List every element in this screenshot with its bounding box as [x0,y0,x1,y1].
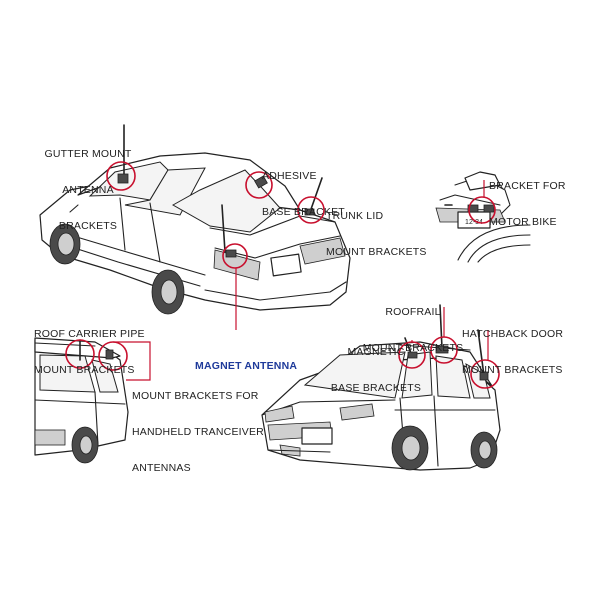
station-wagon [261,304,501,471]
magnet-antenna [221,204,226,253]
van [34,337,129,464]
roofrail-antenna [439,304,443,349]
leader-lines [113,180,489,381]
sedan-rear-window [171,169,281,233]
hatchback-label: HATCHBACK DOOR MOUNT BRACKETS [462,328,564,376]
adhesive-base-bracket [254,175,268,189]
bike-plate-number: 12-34 [465,219,483,226]
hatchback-antenna [477,329,485,377]
motor-bike-highlight [468,196,496,224]
roof-carrier-label: ROOF CARRIER PIPE MOUNT BRACKETS [34,328,145,376]
magnet-base [225,249,237,258]
gutter-mount-label: GUTTER MOUNT ANTENNA BRACKETS [44,148,132,232]
magnetic-base-label: MAGNETIC BASE BRACKETS [330,346,422,394]
trunk-lid-label: TRUNK LID MOUNT BRACKETS [326,210,427,258]
highlight-circles [65,161,500,389]
sedan-license-plate [270,253,302,277]
magnet-antenna-label: MAGNET ANTENNA [195,360,298,372]
gutter-mount-highlight [106,161,136,191]
sedan-car [39,124,351,315]
roof-carrier-highlight [65,339,95,369]
adhesive-base-label: ADHESIVE BASE BRACKET [262,170,345,218]
trunk-lid-antenna [309,177,323,213]
trunk-lid-highlight [297,196,325,224]
roofrail-label: ROOFRAIL MOUNT BRACKETS [362,306,464,354]
magnet-antenna-highlight [222,243,248,269]
handheld-label: MOUNT BRACKETS FOR HANDHELD TRANCEIVER A… [132,390,264,474]
motor-bike-label: BRACKET FOR MOTOR BIKE [489,180,566,228]
adhesive-base-highlight [245,171,273,199]
wagon-license-plate [301,427,333,445]
hatchback-highlight [470,359,500,389]
wagon-windshield [303,351,406,399]
